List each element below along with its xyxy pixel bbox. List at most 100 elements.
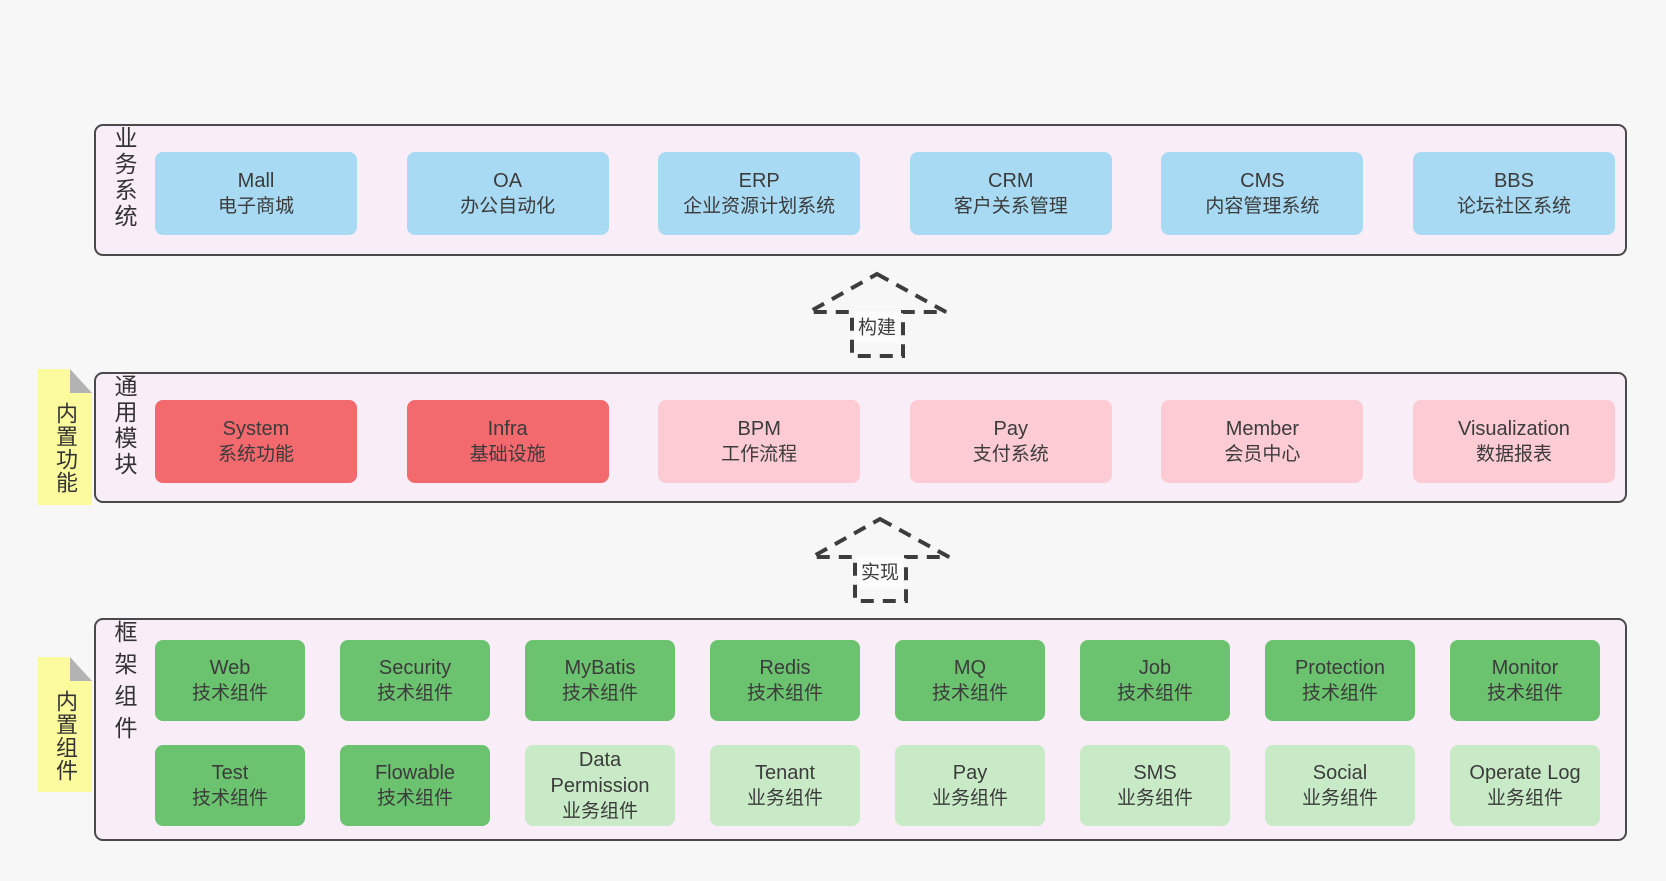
module-name: System xyxy=(222,417,290,440)
module-name: Security xyxy=(378,656,452,679)
arrow-label: 实现 xyxy=(856,556,904,588)
module-row: Test 技术组件 Flowable 技术组件 Data Permission 业务组件 T… xyxy=(155,745,1600,826)
module-box: Data Permission 业务组件 xyxy=(525,745,675,826)
module-desc: 客户关系管理 xyxy=(953,196,1068,218)
module-box: CRM 客户关系管理 xyxy=(909,152,1112,235)
module-name: MQ xyxy=(953,656,987,679)
module-name: Operate Log xyxy=(1469,761,1581,784)
module-desc: 技术组件 xyxy=(191,683,268,705)
module-name: BPM xyxy=(737,417,781,440)
module-name: Monitor xyxy=(1491,656,1559,679)
module-desc: 办公自动化 xyxy=(460,196,556,218)
module-desc: 业务组件 xyxy=(1486,788,1563,810)
sticky-note-icon: 内置功能 xyxy=(38,369,92,505)
module-box: Web 技术组件 xyxy=(155,640,305,721)
module-box: MyBatis 技术组件 xyxy=(525,640,675,721)
module-box: Operate Log 业务组件 xyxy=(1450,745,1600,826)
module-name: Job xyxy=(1138,656,1172,679)
module-desc: 技术组件 xyxy=(1486,683,1563,705)
module-box: Redis 技术组件 xyxy=(710,640,860,721)
module-desc: 支付系统 xyxy=(972,444,1049,466)
module-desc: 技术组件 xyxy=(1116,683,1193,705)
module-name: CMS xyxy=(1240,169,1285,192)
module-desc: 技术组件 xyxy=(376,683,453,705)
module-name: Pay xyxy=(952,761,988,784)
module-box: System 系统功能 xyxy=(155,400,357,483)
module-box: BPM 工作流程 xyxy=(658,400,861,483)
module-box: Test 技术组件 xyxy=(155,745,305,826)
module-desc: 业务组件 xyxy=(1116,788,1193,810)
module-box: CMS 内容管理系统 xyxy=(1161,152,1364,235)
sticky-note-label: 内置组件 xyxy=(53,689,78,782)
module-box: Social 业务组件 xyxy=(1265,745,1415,826)
module-desc: 电子商城 xyxy=(217,196,294,218)
module-name: BBS xyxy=(1493,169,1534,192)
module-row: Mall 电子商城 OA 办公自动化 ERP 企业资源计划系统 CRM 客户关系管理 CMS 内容… xyxy=(155,152,1615,235)
module-box: SMS 业务组件 xyxy=(1080,745,1230,826)
module-desc: 业务组件 xyxy=(561,801,638,823)
module-box: Pay 支付系统 xyxy=(909,400,1112,483)
module-name: Member xyxy=(1225,417,1300,440)
module-box: Pay 业务组件 xyxy=(895,745,1045,826)
arrow-label: 构建 xyxy=(853,311,901,343)
module-box: OA 办公自动化 xyxy=(406,152,609,235)
module-name: Infra xyxy=(487,417,528,440)
module-name: Test xyxy=(211,761,249,784)
module-name: Mall xyxy=(237,169,275,192)
module-name: Data Permission xyxy=(550,748,650,797)
module-box: Monitor 技术组件 xyxy=(1450,640,1600,721)
band-business-systems: 业务系统 Mall 电子商城 OA 办公自动化 ERP 企业资源计划系统 CRM 客户关系管理… xyxy=(94,124,1627,256)
sticky-note-icon: 内置组件 xyxy=(38,657,92,792)
module-desc: 基础设施 xyxy=(469,444,546,466)
module-desc: 业务组件 xyxy=(931,788,1008,810)
module-name: SMS xyxy=(1133,761,1177,784)
module-desc: 内容管理系统 xyxy=(1205,196,1320,218)
module-desc: 数据报表 xyxy=(1475,444,1552,466)
module-box: ERP 企业资源计划系统 xyxy=(658,152,861,235)
module-name: Social xyxy=(1312,761,1368,784)
module-name: OA xyxy=(493,169,523,192)
module-row: System 系统功能 Infra 基础设施 BPM 工作流程 Pay 支付系统 Member 会… xyxy=(155,400,1615,483)
module-desc: 技术组件 xyxy=(376,788,453,810)
module-desc: 技术组件 xyxy=(931,683,1008,705)
module-desc: 论坛社区系统 xyxy=(1456,196,1571,218)
band-side-label: 框架组件 xyxy=(111,620,137,748)
module-name: ERP xyxy=(738,169,780,192)
module-box: Protection 技术组件 xyxy=(1265,640,1415,721)
sticky-note-label: 内置功能 xyxy=(53,402,78,494)
module-desc: 技术组件 xyxy=(191,788,268,810)
module-name: Redis xyxy=(759,656,811,679)
module-name: CRM xyxy=(988,169,1034,192)
module-desc: 企业资源计划系统 xyxy=(683,196,836,218)
module-desc: 系统功能 xyxy=(217,444,294,466)
module-desc: 业务组件 xyxy=(1301,788,1378,810)
module-name: Pay xyxy=(993,417,1029,440)
module-desc: 技术组件 xyxy=(746,683,823,705)
module-desc: 技术组件 xyxy=(561,683,638,705)
module-box: BBS 论坛社区系统 xyxy=(1412,152,1615,235)
module-name: Web xyxy=(209,656,251,679)
module-box: MQ 技术组件 xyxy=(895,640,1045,721)
dashed-arrow-up-icon: 实现 xyxy=(809,516,952,604)
module-name: MyBatis xyxy=(564,656,636,679)
module-box: Flowable 技术组件 xyxy=(340,745,490,826)
module-box: Job 技术组件 xyxy=(1080,640,1230,721)
module-desc: 工作流程 xyxy=(721,444,798,466)
module-name: Flowable xyxy=(374,761,456,784)
module-box: Security 技术组件 xyxy=(340,640,490,721)
module-box: Member 会员中心 xyxy=(1161,400,1364,483)
module-name: Tenant xyxy=(754,761,816,784)
dashed-arrow-up-icon: 构建 xyxy=(806,271,949,359)
module-box: Infra 基础设施 xyxy=(406,400,609,483)
band-side-label: 业务系统 xyxy=(111,126,137,230)
module-name: Protection xyxy=(1294,656,1386,679)
module-box: Visualization 数据报表 xyxy=(1412,400,1615,483)
module-desc: 会员中心 xyxy=(1224,444,1301,466)
module-desc: 技术组件 xyxy=(1301,683,1378,705)
module-name: Visualization xyxy=(1458,417,1570,440)
